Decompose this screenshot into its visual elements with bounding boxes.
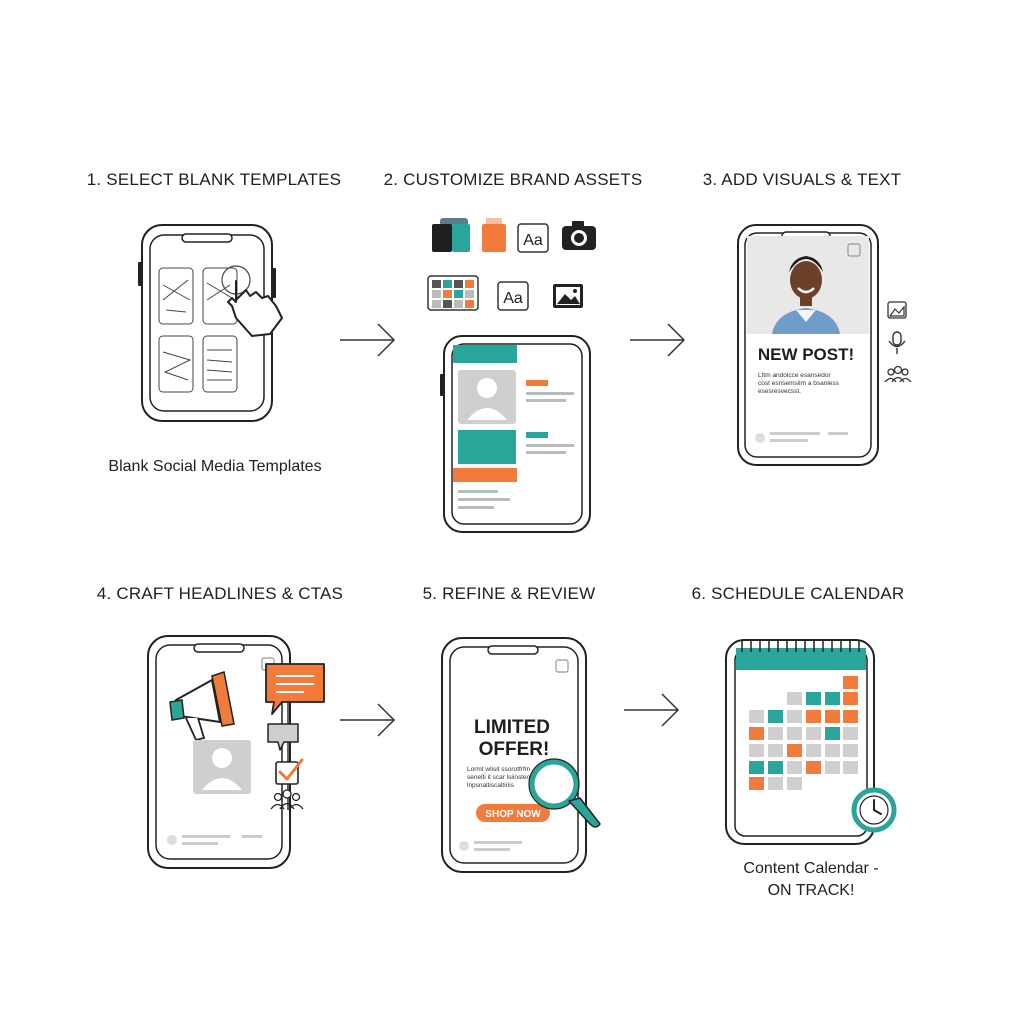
step-2-title: 2. CUSTOMIZE BRAND ASSETS xyxy=(383,170,643,189)
tap-hand-icon xyxy=(221,265,283,337)
post-heading: NEW POST! xyxy=(758,345,854,364)
palette-grid-icon xyxy=(427,275,479,311)
calendar-grid xyxy=(749,676,858,790)
camera-icon xyxy=(562,221,596,250)
svg-text:Aa: Aa xyxy=(503,290,523,307)
offer-headline: LIMITED xyxy=(474,717,550,738)
clock-icon xyxy=(851,787,897,833)
avatar-placeholder xyxy=(458,370,516,424)
step-3-phone: NEW POST! Lttm andolcce esansedor cost e… xyxy=(737,224,879,466)
calendar-caption-line-2: ON TRACK! xyxy=(767,882,855,899)
people-icon xyxy=(884,365,912,383)
post-body-line: Lttm andolcce esansedor xyxy=(758,372,831,379)
image-icon xyxy=(553,284,583,308)
calendar-caption-line-1: Content Calendar - xyxy=(743,860,879,877)
step-3-title: 3. ADD VISUALS & TEXT xyxy=(702,170,902,189)
step-6-title: 6. SCHEDULE CALENDAR xyxy=(691,584,905,603)
brand-asset-icons: Aa Aa xyxy=(427,218,596,311)
person-photo xyxy=(772,256,840,334)
font-icon: Aa xyxy=(497,281,529,311)
offer-body-line: senelti it scar lsiinsteol xyxy=(467,774,532,781)
arrow-right-icon xyxy=(630,323,686,357)
chat-bubble-icon xyxy=(267,723,299,751)
post-body-line: esesresvecsst. xyxy=(758,388,801,395)
step-1-title: 1. SELECT BLANK TEMPLATES xyxy=(86,170,342,189)
microphone-icon xyxy=(888,331,906,354)
svg-text:Aa: Aa xyxy=(523,232,543,249)
people-icon xyxy=(270,789,304,810)
offer-body-line: lnpsnaltiscaltiriis xyxy=(467,782,515,789)
step-2-phone xyxy=(440,335,591,533)
offer-body-line: Lormt wlisit ssorotfrfm xyxy=(467,766,530,773)
checkbox-icon xyxy=(275,758,304,785)
step-1-phone xyxy=(138,224,283,422)
step-1-caption: Blank Social Media Templates xyxy=(108,458,322,475)
arrow-right-icon xyxy=(624,693,680,727)
color-swatch-icon xyxy=(432,218,470,252)
step-6-caption: Content Calendar - ON TRACK! xyxy=(743,858,878,902)
step-5-phone: LIMITED OFFER! Lormt wlisit ssorotfrfm s… xyxy=(441,637,587,873)
font-icon: Aa xyxy=(517,223,549,253)
chat-bubble-icon xyxy=(265,663,325,715)
step-6-calendar xyxy=(725,639,875,845)
megaphone-icon xyxy=(169,671,235,742)
step-4-title: 4. CRAFT HEADLINES & CTAS xyxy=(96,584,344,603)
offer-headline: OFFER! xyxy=(479,739,550,760)
step-5-title: 5. REFINE & REVIEW xyxy=(422,584,596,603)
magnifier-icon xyxy=(528,758,601,828)
template-thumbnail xyxy=(158,267,238,393)
color-swatch-icon xyxy=(482,218,506,252)
step-4-phone xyxy=(147,635,291,869)
image-icon xyxy=(887,301,907,319)
svg-text:SHOP NOW: SHOP NOW xyxy=(485,809,541,820)
post-body-line: cost esnsemsilm a bsanless xyxy=(758,380,840,387)
shop-now-button: SHOP NOW xyxy=(476,804,550,822)
arrow-right-icon xyxy=(340,323,396,357)
arrow-right-icon xyxy=(340,703,396,737)
avatar-placeholder xyxy=(193,740,251,794)
